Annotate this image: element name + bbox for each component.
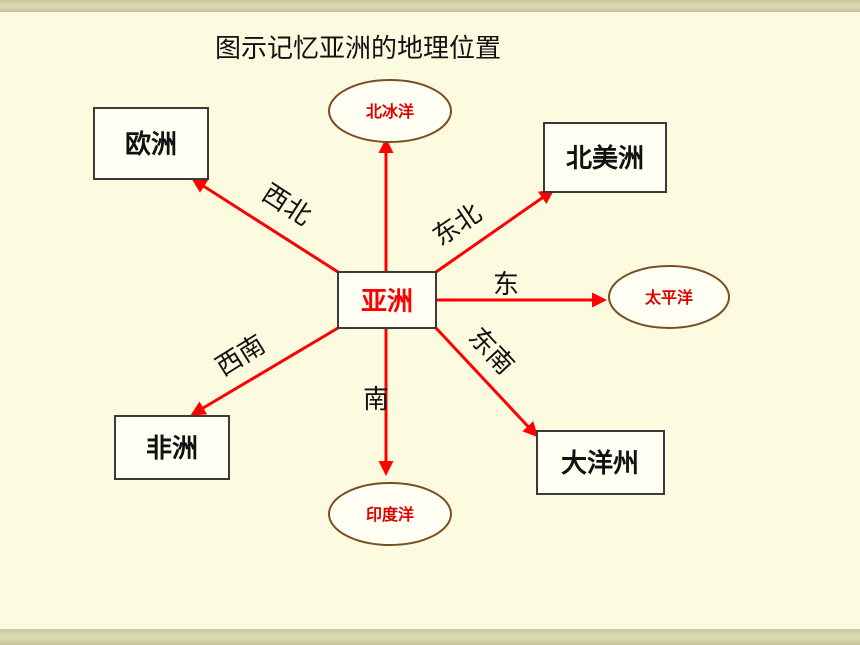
africa-box	[114, 415, 230, 480]
europe-label: 欧洲	[125, 129, 177, 160]
top-band	[0, 0, 860, 12]
arrow-northeast	[435, 189, 555, 274]
direction-northeast: 东北	[428, 198, 488, 252]
arrow-northwest	[191, 178, 339, 274]
center-label: 亚洲	[361, 287, 413, 317]
indian-ocean-label: 印度洋	[366, 505, 414, 524]
arctic-ocean-oval	[328, 79, 452, 143]
arrow-southwest	[190, 326, 339, 416]
arrow-southeast	[434, 326, 539, 438]
oceania-label: 大洋州	[561, 448, 639, 479]
direction-east: 东	[493, 270, 519, 300]
center-box	[337, 271, 437, 329]
pacific-ocean-label: 太平洋	[644, 288, 693, 307]
direction-south: 南	[363, 385, 389, 415]
page-title: 图示记忆亚洲的地理位置	[215, 34, 501, 64]
north-america-label: 北美洲	[566, 143, 644, 174]
pacific-ocean-oval	[608, 265, 730, 329]
indian-ocean-oval	[328, 482, 452, 546]
direction-southeast: 东南	[462, 322, 519, 381]
bottom-band	[0, 629, 860, 645]
africa-label: 非洲	[146, 434, 198, 464]
north-america-box	[543, 122, 667, 193]
oceania-box	[536, 430, 665, 495]
arctic-ocean-label: 北冰洋	[366, 102, 414, 121]
europe-box	[93, 107, 209, 180]
